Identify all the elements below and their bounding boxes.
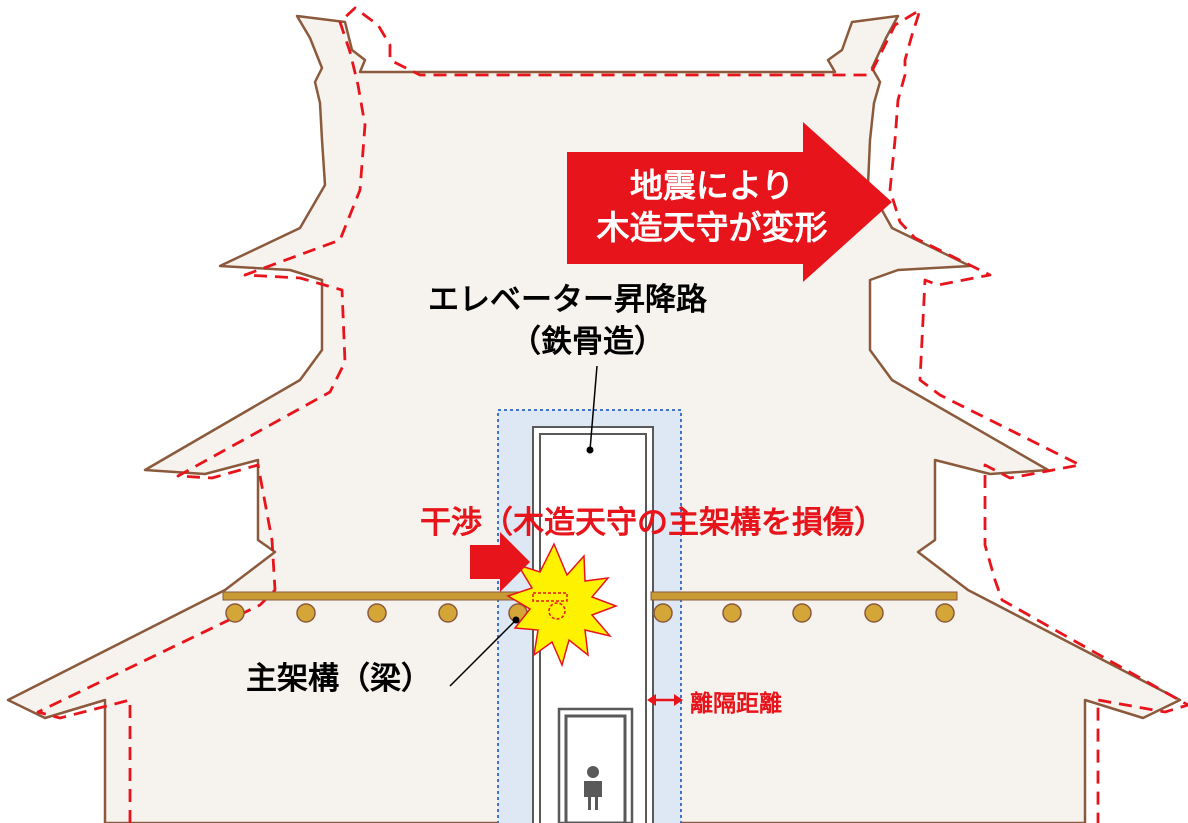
displaced-beam bbox=[532, 592, 568, 602]
beam-joints-right bbox=[653, 603, 955, 623]
deformation-arrow bbox=[567, 122, 892, 282]
double-arrow-icon bbox=[647, 694, 683, 706]
person-icon bbox=[584, 766, 602, 810]
beam-leader-dot bbox=[512, 616, 520, 624]
beam-label: 主架構（梁） bbox=[246, 661, 432, 697]
beam-joints-left bbox=[225, 603, 528, 623]
elevator-shaft-label: エレベーター昇降路 bbox=[428, 282, 707, 318]
quake-label-line2: 木造天守が変形 bbox=[596, 208, 828, 247]
deformed-outline bbox=[36, 6, 1188, 823]
right-arrow-icon bbox=[470, 532, 530, 592]
elevator-leader-dot bbox=[586, 446, 594, 454]
displaced-joint bbox=[548, 602, 566, 620]
beam-right bbox=[650, 591, 958, 601]
clearance-label: 離隔距離 bbox=[690, 691, 782, 717]
interference-label: 干渉（木造天守の主架構を損傷） bbox=[420, 505, 885, 541]
quake-label-line1: 地震により bbox=[629, 166, 795, 205]
elevator-leader-line bbox=[589, 365, 598, 451]
elevator-structure-label: （鉄骨造） bbox=[510, 324, 665, 360]
beam-left bbox=[222, 591, 530, 601]
beam-leader-line bbox=[449, 619, 517, 687]
